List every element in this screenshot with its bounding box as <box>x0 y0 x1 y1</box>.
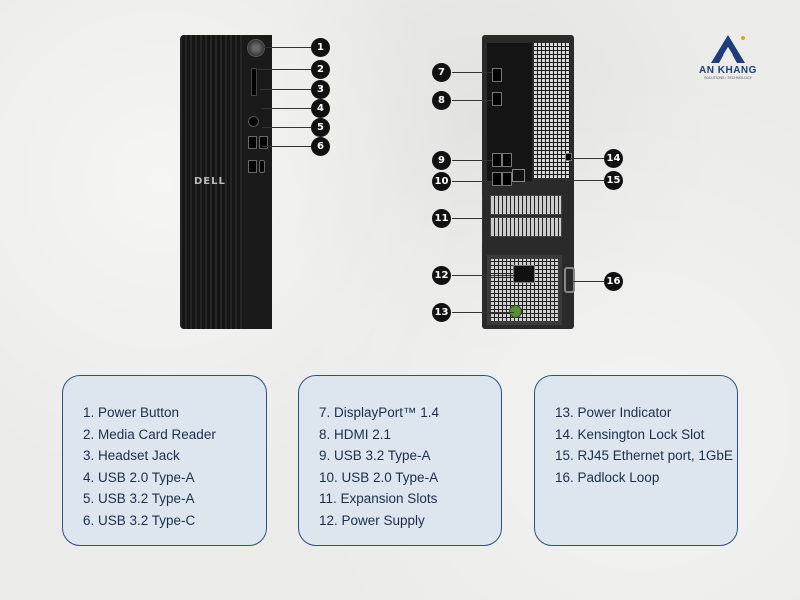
power-indicator-led <box>509 305 522 318</box>
callout-badge: 5 <box>311 118 330 137</box>
brand-tagline: SOLUTIONS • TECHNOLOGY <box>704 76 752 80</box>
leader-line <box>263 47 313 48</box>
leader-bracket <box>482 195 483 245</box>
expansion-slot <box>490 217 562 237</box>
legend-item: 7. DisplayPort™ 1.4 <box>319 405 440 420</box>
leader-line <box>452 312 514 313</box>
leader-line <box>262 108 313 109</box>
brand-name: AN KHANG <box>699 65 757 76</box>
legend-item: 5. USB 3.2 Type-A <box>83 491 195 506</box>
usb2-port <box>248 136 257 149</box>
power-button-icon <box>247 39 265 57</box>
legend-item: 16. Padlock Loop <box>555 469 660 485</box>
leader-line <box>570 158 605 159</box>
legend-item: 9. USB 3.2 Type-A <box>319 448 431 463</box>
usb2-rear-port <box>492 172 502 186</box>
callout-badge: 6 <box>311 137 330 156</box>
legend-item: 3. Headset Jack <box>83 448 180 463</box>
leader-line <box>262 127 313 128</box>
leader-line <box>262 146 313 147</box>
hdmi-port <box>492 92 502 106</box>
callout-badge: 16 <box>604 272 623 291</box>
usb3-rear-port <box>502 153 512 167</box>
callout-badge: 3 <box>311 80 330 99</box>
legend-item: 4. USB 2.0 Type-A <box>83 469 195 485</box>
leader-line <box>452 72 492 73</box>
callout-badge: 11 <box>432 209 451 228</box>
callout-badge: 12 <box>432 266 451 285</box>
callout-badge: 15 <box>604 171 623 190</box>
leader-line <box>258 69 313 70</box>
dell-logo: DELL <box>194 176 226 187</box>
ethernet-port <box>512 169 525 182</box>
legend-box-rear-ports: 7. DisplayPort™ 1.4 8. HDMI 2.1 9. USB 3… <box>298 375 502 546</box>
leader-line <box>452 100 492 101</box>
leader-line <box>572 281 605 282</box>
legend-item: 13. Power Indicator <box>555 405 672 420</box>
callout-badge: 13 <box>432 303 451 322</box>
usb2-port <box>259 136 268 149</box>
callout-badge: 1 <box>311 38 330 57</box>
callout-badge: 8 <box>432 91 451 110</box>
callout-badge: 4 <box>311 99 330 118</box>
an-khang-logo: AN KHANG SOLUTIONS • TECHNOLOGY <box>688 33 768 83</box>
legend-item: 12. Power Supply <box>319 512 425 528</box>
kensington-slot <box>565 153 572 161</box>
expansion-slot <box>490 195 562 215</box>
usb2-rear-port <box>502 172 512 186</box>
brand-mark-icon <box>711 35 745 63</box>
callout-badge: 9 <box>432 151 451 170</box>
displayport-port <box>492 68 502 82</box>
pc-rear-view <box>482 35 575 329</box>
leader-line <box>452 218 482 219</box>
power-supply <box>487 255 562 325</box>
media-card-reader-slot <box>251 68 257 96</box>
legend-item: 6. USB 3.2 Type-C <box>83 512 196 528</box>
legend-item: 15. RJ45 Ethernet port, 1GbE <box>555 448 733 463</box>
callout-badge: 2 <box>311 60 330 79</box>
leader-line <box>452 160 492 161</box>
front-port-panel <box>242 35 272 329</box>
callout-badge: 14 <box>604 149 623 168</box>
usb-c-port <box>259 160 265 173</box>
legend-item: 14. Kensington Lock Slot <box>555 426 705 442</box>
callout-badge: 10 <box>432 172 451 191</box>
legend-item: 11. Expansion Slots <box>319 491 438 506</box>
padlock-loop <box>564 267 575 293</box>
usb3-port <box>248 160 257 173</box>
callout-badge: 7 <box>432 63 451 82</box>
legend-item: 8. HDMI 2.1 <box>319 426 392 442</box>
leader-line <box>452 181 492 182</box>
legend-item: 2. Media Card Reader <box>83 426 216 442</box>
legend-item: 1. Power Button <box>83 405 180 420</box>
leader-line <box>260 89 313 90</box>
legend-box-rear-misc: 13. Power Indicator 14. Kensington Lock … <box>534 375 738 546</box>
leader-line <box>452 275 514 276</box>
leader-line <box>565 180 605 181</box>
legend-item: 10. USB 2.0 Type-A <box>319 469 439 485</box>
power-socket <box>513 265 535 283</box>
pc-front-view: DELL <box>180 35 272 329</box>
rear-vent <box>534 43 570 178</box>
usb3-rear-port <box>492 153 502 167</box>
legend-box-front: 1. Power Button 2. Media Card Reader 3. … <box>62 375 267 546</box>
headset-jack-port <box>248 116 259 127</box>
